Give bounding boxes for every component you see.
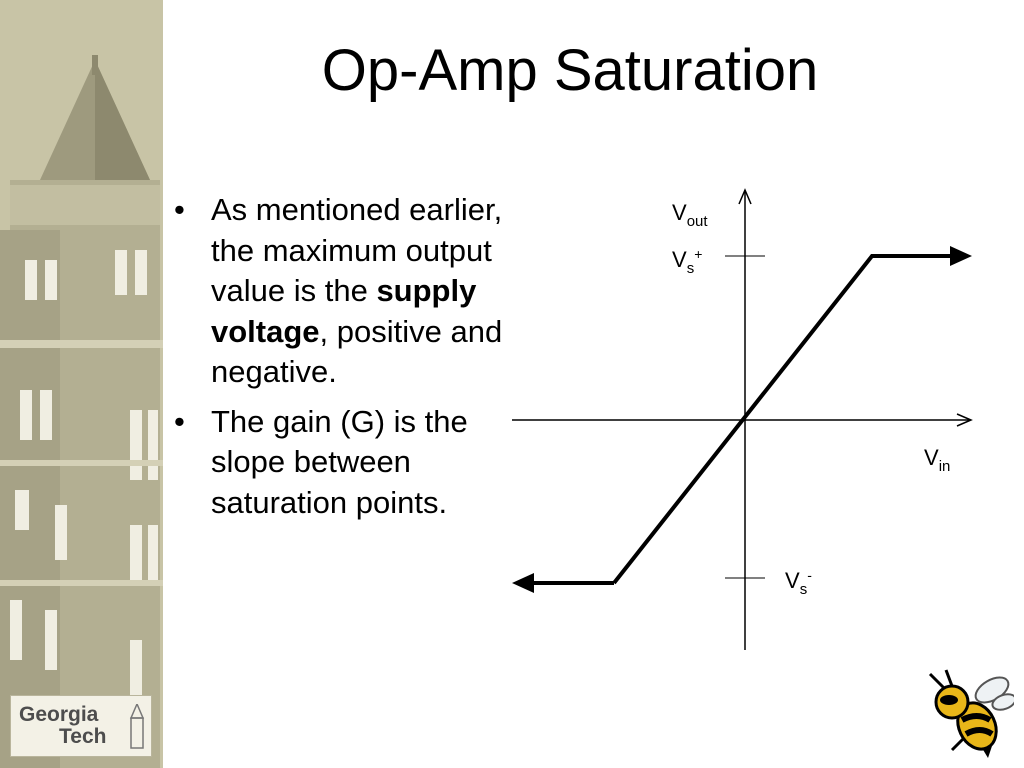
vin-axis-arrowhead	[956, 413, 973, 427]
vout-axis-arrowhead	[738, 188, 752, 205]
building-illustration	[0, 0, 163, 768]
bullet-text: The gain (G) is the slope between satura…	[211, 403, 468, 520]
slide-title: Op-Amp Saturation	[321, 38, 819, 103]
vs-minus-label: Vs-	[785, 567, 812, 598]
vs-plus-label: Vs+	[672, 246, 702, 277]
bullet-text-part: , positive and negative.	[211, 313, 503, 390]
georgia-tech-logo: Georgia Tech	[10, 695, 152, 757]
bullet-marker: •	[174, 192, 185, 227]
bullet-item: • As mentioned earlier, the maximum outp…	[168, 190, 508, 393]
bullet-item: • The gain (G) is the slope between satu…	[168, 402, 508, 524]
logo-line-georgia: Georgia	[19, 703, 99, 726]
transfer-curve	[612, 254, 962, 585]
negative-saturation-arrowhead	[512, 573, 534, 593]
sidebar-building-image	[0, 0, 163, 768]
bullet-list: • As mentioned earlier, the maximum outp…	[168, 190, 508, 532]
tech-tower-icon	[129, 704, 145, 749]
yellow-jacket-mascot-icon	[928, 669, 1014, 758]
logo-line-tech: Tech	[59, 725, 107, 748]
vout-label: Vout	[672, 200, 708, 230]
bullet-bold-text: supply voltage	[211, 273, 477, 349]
vin-label: Vin	[924, 445, 950, 475]
bullet-marker: •	[174, 403, 185, 439]
bullet-text-part: As mentioned earlier, the maximum output…	[211, 192, 503, 308]
positive-saturation-arrowhead	[950, 246, 972, 266]
